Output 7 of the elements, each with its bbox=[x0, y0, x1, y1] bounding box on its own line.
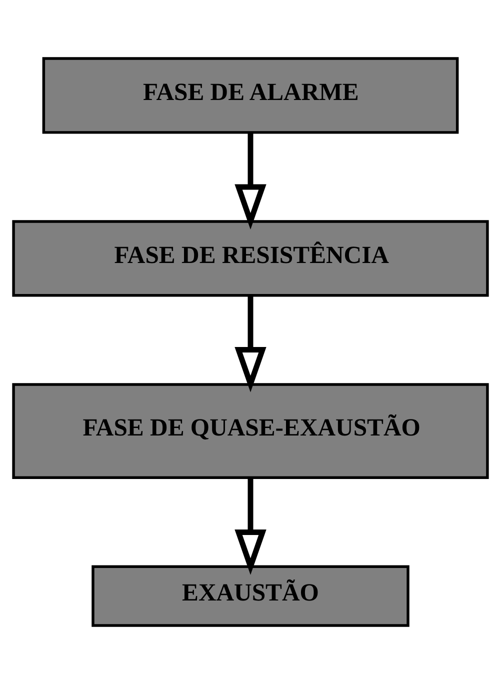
arrow bbox=[234, 478, 266, 575]
node-box: FASE DE ALARME bbox=[42, 57, 459, 134]
arrow bbox=[234, 132, 266, 230]
node-box: EXAUSTÃO bbox=[92, 565, 410, 627]
node-box: FASE DE RESISTÊNCIA bbox=[12, 220, 489, 297]
node-box: FASE DE QUASE-EXAUSTÃO bbox=[12, 383, 489, 479]
arrow bbox=[234, 296, 266, 392]
